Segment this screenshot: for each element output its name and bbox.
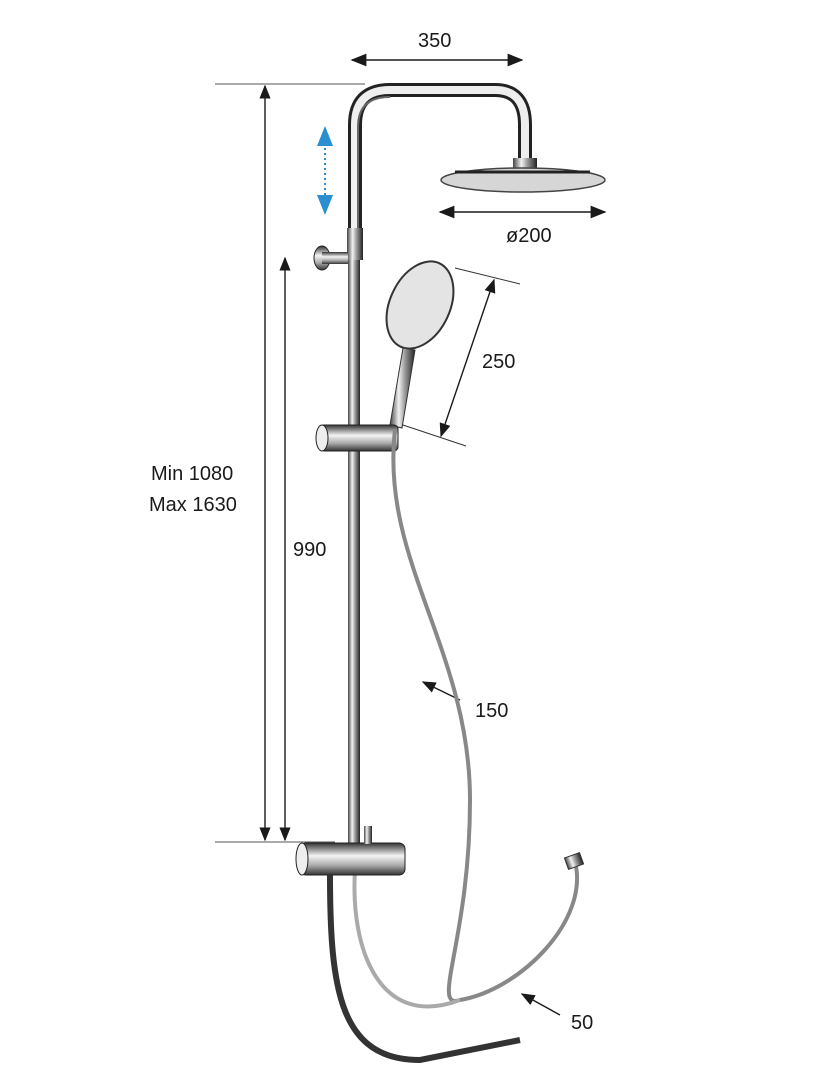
hose-end-connector <box>563 851 585 871</box>
handshower-length-label: 250 <box>482 351 516 373</box>
dimension-handshower-length <box>399 267 521 447</box>
height-max-label: Max 1630 <box>149 494 237 516</box>
slider-holder <box>315 424 399 452</box>
hose-end-pointer-arrow <box>520 993 561 1016</box>
hose-length-label: 150 <box>475 700 509 722</box>
arm-length-label: 350 <box>418 30 452 52</box>
wall-bracket <box>313 245 348 271</box>
head-diameter-label: ø200 <box>506 225 552 247</box>
hose-end-label: 50 <box>571 1012 594 1034</box>
hose-pointer-arrow <box>421 681 461 701</box>
height-min-label: Min 1080 <box>151 463 234 485</box>
hand-shower <box>385 260 455 429</box>
hose <box>352 429 579 1009</box>
shower-riser <box>347 83 532 845</box>
thermostatic-mixer <box>295 826 521 1064</box>
overhead-shower-head <box>440 158 606 193</box>
rail-height-label: 990 <box>293 539 327 561</box>
